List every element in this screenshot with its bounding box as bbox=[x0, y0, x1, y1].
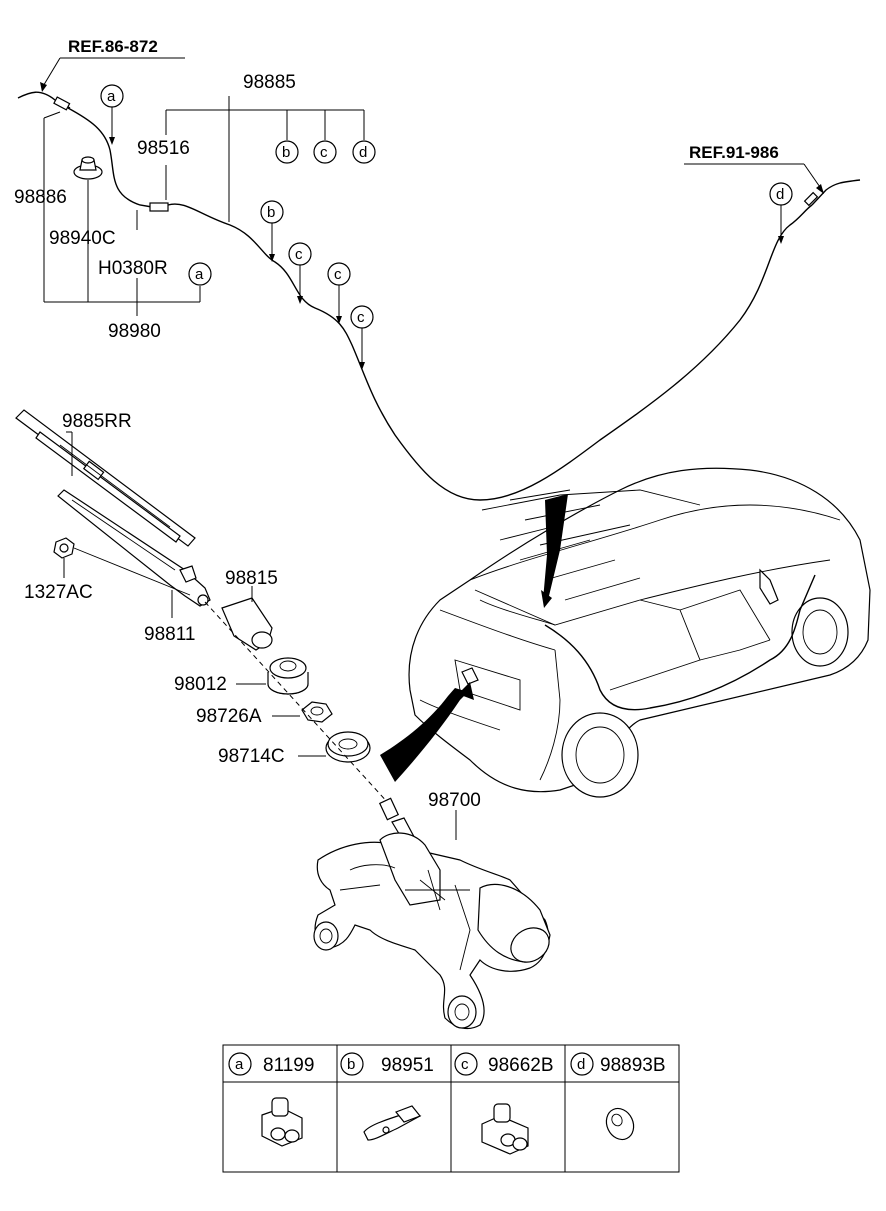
legend-column-c[interactable]: c 98662B bbox=[454, 1052, 554, 1155]
svg-text:a: a bbox=[107, 88, 116, 105]
legend-column-a[interactable]: a 81199 bbox=[228, 1052, 314, 1147]
ref-front-label[interactable]: REF.86-872 bbox=[68, 37, 158, 56]
label-98700[interactable]: 98700 bbox=[428, 790, 481, 811]
cap-98012-shape bbox=[236, 657, 309, 695]
svg-text:c: c bbox=[320, 144, 328, 161]
vehicle-outline bbox=[408, 467, 871, 798]
legend-table: a 81199 b 98951 c 98662B bbox=[222, 1044, 680, 1173]
wiper-motor-shape bbox=[313, 797, 551, 1030]
label-98811[interactable]: 98811 bbox=[144, 624, 195, 645]
cap-98893b-icon bbox=[605, 1107, 635, 1141]
clip-81199-icon bbox=[261, 1097, 303, 1147]
svg-text:c: c bbox=[334, 266, 342, 283]
clip-callout-c-hose-3[interactable]: c bbox=[350, 305, 374, 370]
front-washer-hose bbox=[17, 91, 861, 501]
clip-callout-b-top[interactable]: b bbox=[275, 140, 299, 164]
svg-text:a: a bbox=[235, 1056, 244, 1073]
label-98726a[interactable]: 98726A bbox=[196, 706, 262, 727]
svg-text:c: c bbox=[357, 309, 365, 326]
label-1327ac[interactable]: 1327AC bbox=[24, 582, 93, 603]
label-h0380r[interactable]: H0380R bbox=[98, 258, 168, 279]
ref-rear-label[interactable]: REF.91-986 bbox=[689, 143, 779, 162]
svg-text:d: d bbox=[577, 1056, 585, 1073]
clip-callout-d-top[interactable]: d bbox=[352, 140, 376, 164]
svg-text:c: c bbox=[461, 1056, 469, 1073]
assembly-axis-line bbox=[204, 601, 391, 806]
label-98815[interactable]: 98815 bbox=[225, 568, 278, 589]
ref-91-986-callout[interactable]: REF.91-986 bbox=[684, 143, 824, 194]
ref-86-872-callout[interactable]: REF.86-872 bbox=[40, 37, 185, 92]
svg-text:b: b bbox=[267, 204, 275, 221]
svg-text:d: d bbox=[359, 144, 367, 161]
label-98940c[interactable]: 98940C bbox=[49, 228, 116, 249]
legend-part-c: 98662B bbox=[488, 1055, 554, 1076]
clip-callout-a-top[interactable]: a bbox=[100, 84, 124, 145]
nut-98726a-shape bbox=[272, 701, 333, 723]
svg-text:c: c bbox=[295, 246, 303, 263]
cap-98815-shape bbox=[221, 586, 273, 651]
svg-text:b: b bbox=[282, 144, 290, 161]
legend-column-d[interactable]: d 98893B bbox=[570, 1052, 666, 1144]
clip-callout-c-hose-1[interactable]: c bbox=[288, 242, 312, 304]
location-arrows bbox=[380, 494, 568, 782]
clip-callout-c-top[interactable]: c bbox=[313, 140, 337, 164]
clip-callout-a-lower[interactable]: a bbox=[188, 262, 212, 286]
label-98886[interactable]: 98886 bbox=[14, 187, 67, 208]
label-98012[interactable]: 98012 bbox=[174, 674, 227, 695]
label-98980[interactable]: 98980 bbox=[108, 321, 161, 342]
leader-lines-left-group bbox=[43, 111, 201, 316]
clip-callout-b-hose[interactable]: b bbox=[260, 200, 284, 262]
clip-callout-c-hose-2[interactable]: c bbox=[327, 262, 351, 324]
legend-part-b: 98951 bbox=[381, 1055, 434, 1076]
leader-lines-98885 bbox=[165, 96, 365, 222]
legend-part-d: 98893B bbox=[600, 1055, 666, 1076]
clip-98662b-icon bbox=[481, 1103, 529, 1155]
label-9885rr[interactable]: 9885RR bbox=[62, 411, 132, 432]
label-98714c[interactable]: 98714C bbox=[218, 746, 285, 767]
label-98885[interactable]: 98885 bbox=[243, 72, 296, 93]
svg-text:b: b bbox=[347, 1056, 355, 1073]
legend-part-a: 81199 bbox=[263, 1055, 314, 1076]
label-98516[interactable]: 98516 bbox=[137, 138, 190, 159]
washer-98714c-shape bbox=[298, 731, 371, 763]
clip-98951-icon bbox=[363, 1105, 422, 1141]
svg-text:d: d bbox=[776, 186, 784, 203]
nut-1327ac-shape bbox=[53, 537, 191, 596]
svg-text:a: a bbox=[195, 266, 204, 283]
grommet-98940c-shape bbox=[73, 156, 103, 180]
legend-column-b[interactable]: b 98951 bbox=[340, 1052, 434, 1141]
clip-callout-d-rear[interactable]: d bbox=[769, 182, 793, 244]
